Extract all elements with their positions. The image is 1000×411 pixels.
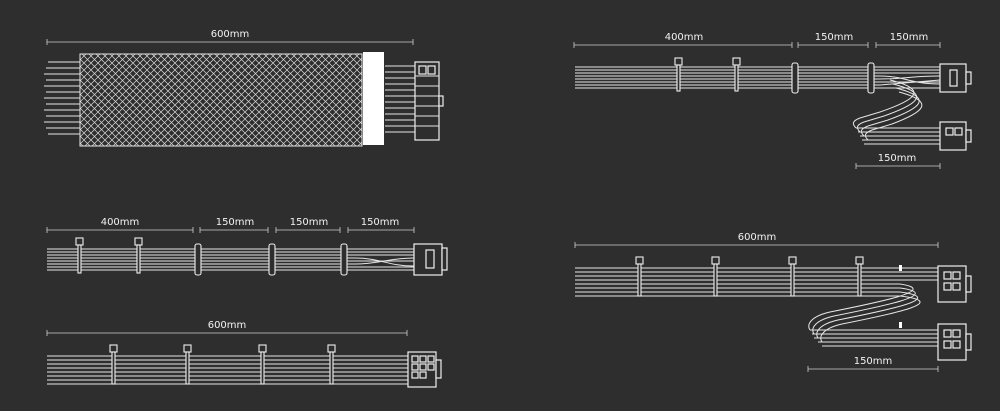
dimension-label-600mm: 600mm — [208, 320, 247, 331]
cable-tie — [183, 344, 192, 385]
dimension-label-150mm: 150mm — [878, 153, 917, 164]
dimension-label-400mm: 400mm — [101, 217, 140, 228]
wire-marker — [899, 265, 902, 271]
pcie-connector — [937, 265, 972, 303]
dimension-line — [573, 42, 941, 48]
atx-24pin-cable: 600mm — [44, 29, 444, 147]
pcie-dual-cable: 600mm — [574, 232, 972, 372]
cable-tie — [134, 237, 143, 274]
dimension-line — [855, 163, 941, 169]
wire-bundle — [47, 355, 408, 385]
cable-tie — [109, 344, 118, 385]
heatshrink-band — [363, 52, 384, 145]
dimension-label-150mm: 150mm — [854, 356, 893, 367]
sata-cable: 400mm 150mm 150mm 150mm — [46, 217, 448, 276]
wire-bundle — [575, 66, 941, 145]
dimension-line — [46, 330, 408, 336]
dimension-label-150mm: 150mm — [815, 32, 854, 43]
braided-sleeve — [79, 53, 363, 147]
cable-tie — [75, 237, 84, 274]
pcie-connector — [937, 323, 972, 361]
pcie-split-cable: 400mm 150mm 150mm — [573, 32, 972, 169]
wire-bundle — [575, 267, 940, 347]
dimension-label-150mm: 150mm — [890, 32, 929, 43]
cable-tie — [258, 344, 267, 385]
wire-ends — [44, 61, 80, 135]
dimension-line — [807, 366, 939, 372]
cable-tie — [732, 57, 741, 92]
cable-comb — [194, 243, 348, 276]
pcie-connector — [939, 121, 972, 151]
cable-tie — [788, 256, 797, 297]
dimension-line — [574, 242, 939, 248]
dimension-line — [46, 227, 415, 233]
dimension-label-600mm: 600mm — [211, 29, 250, 40]
dimension-label-150mm: 150mm — [216, 217, 255, 228]
dimension-label-400mm: 400mm — [665, 32, 704, 43]
wire-marker — [899, 322, 902, 328]
cable-tie — [327, 344, 336, 385]
cpu-connector — [407, 351, 442, 388]
cpu-8pin-cable: 600mm — [46, 320, 442, 388]
cable-tie — [635, 256, 644, 297]
wire-bundle — [47, 248, 415, 271]
cable-tie — [855, 256, 864, 297]
24pin-connector — [414, 61, 444, 141]
dimension-line — [46, 39, 414, 45]
connector — [413, 243, 448, 276]
dimension-label-150mm: 150mm — [290, 217, 329, 228]
cable-tie — [711, 256, 720, 297]
wire-ends — [385, 65, 415, 133]
cable-comb — [791, 62, 875, 94]
pcie-connector — [939, 63, 972, 93]
dimension-label-600mm: 600mm — [738, 232, 777, 243]
cable-tie — [674, 57, 683, 92]
dimension-label-150mm: 150mm — [361, 217, 400, 228]
